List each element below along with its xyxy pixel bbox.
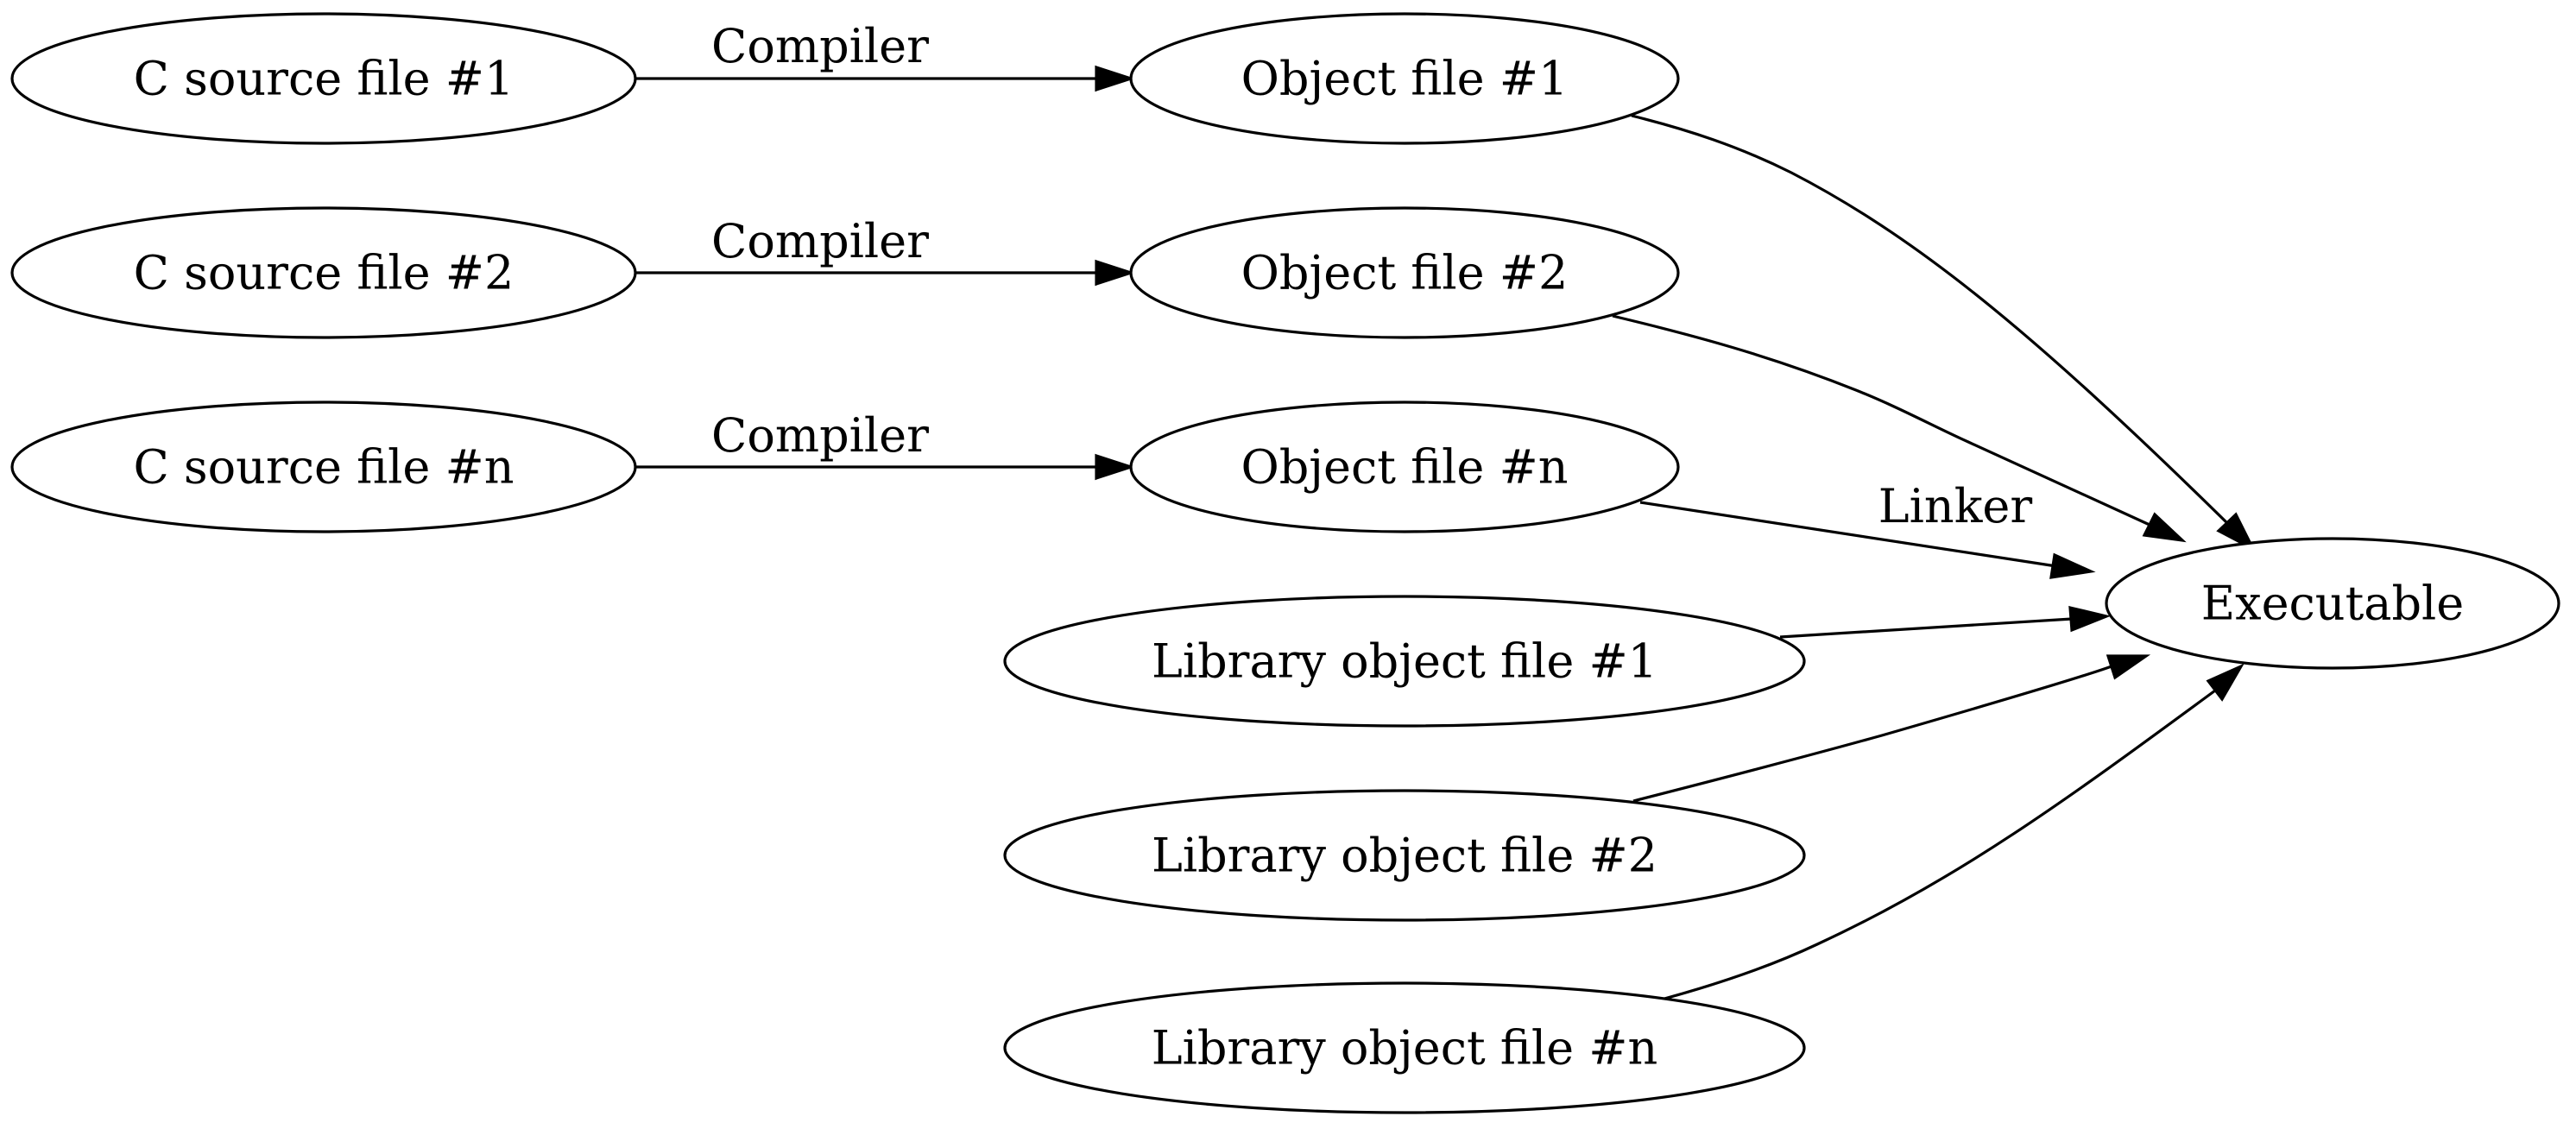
arrowhead-icon bbox=[1095, 65, 1136, 92]
node-label: Library object file #n bbox=[1152, 1021, 1658, 1075]
node-object-file-n: Object file #n bbox=[1129, 401, 1680, 533]
node-label: Object file #2 bbox=[1241, 246, 1569, 300]
edge-libn-to-exe bbox=[1664, 663, 2245, 1000]
edge-line bbox=[1632, 665, 2112, 803]
node-library-object-file-2: Library object file #2 bbox=[1003, 789, 1806, 922]
arrowhead-icon bbox=[1095, 453, 1136, 481]
node-label: Library object file #1 bbox=[1152, 634, 1657, 689]
edge-srcn-to-objn: Compiler bbox=[635, 408, 1136, 481]
edge-lib2-to-exe bbox=[1632, 654, 2151, 803]
arrowhead-icon bbox=[2068, 605, 2112, 633]
arrowhead-icon bbox=[2142, 512, 2187, 543]
node-library-object-file-n: Library object file #n bbox=[1003, 981, 1806, 1114]
node-label: Object file #1 bbox=[1241, 52, 1569, 106]
arrowhead-icon bbox=[1095, 259, 1136, 287]
node-label: Object file #n bbox=[1241, 440, 1568, 495]
node-object-file-1: Object file #1 bbox=[1129, 12, 1680, 145]
node-library-object-file-1: Library object file #1 bbox=[1003, 595, 1806, 728]
edge-line bbox=[1631, 114, 2229, 525]
edge-src1-to-obj1: Compiler bbox=[635, 19, 1136, 92]
node-label: Executable bbox=[2201, 577, 2465, 631]
node-executable: Executable bbox=[2105, 537, 2560, 670]
edge-line bbox=[1639, 501, 2057, 568]
node-c-source-file-n: C source file #n bbox=[10, 401, 637, 533]
edge-label-compiler: Compiler bbox=[711, 19, 929, 73]
edge-obj2-to-exe bbox=[1612, 314, 2187, 543]
arrowhead-icon bbox=[2106, 654, 2151, 680]
edge-objn-to-exe: Linker bbox=[1639, 479, 2096, 579]
node-label: C source file #2 bbox=[134, 246, 515, 300]
edge-line bbox=[1664, 689, 2216, 1000]
edge-obj1-to-exe bbox=[1631, 114, 2257, 552]
arrowhead-icon bbox=[2049, 552, 2096, 579]
edge-line bbox=[1612, 314, 2150, 527]
node-label: Library object file #2 bbox=[1152, 829, 1657, 883]
edge-label-linker: Linker bbox=[1878, 479, 2033, 533]
edge-src2-to-obj2: Compiler bbox=[635, 214, 1136, 287]
node-c-source-file-1: C source file #1 bbox=[10, 12, 637, 145]
node-object-file-2: Object file #2 bbox=[1129, 206, 1680, 339]
node-label: C source file #n bbox=[133, 440, 514, 495]
node-label: C source file #1 bbox=[134, 52, 515, 106]
edge-lib1-to-exe bbox=[1779, 605, 2112, 639]
edge-label-compiler: Compiler bbox=[711, 408, 929, 463]
node-c-source-file-2: C source file #2 bbox=[10, 206, 637, 339]
arrowhead-icon bbox=[2216, 512, 2257, 552]
edge-label-compiler: Compiler bbox=[711, 214, 929, 268]
arrowhead-icon bbox=[2206, 663, 2245, 702]
edge-line bbox=[1779, 617, 2073, 639]
